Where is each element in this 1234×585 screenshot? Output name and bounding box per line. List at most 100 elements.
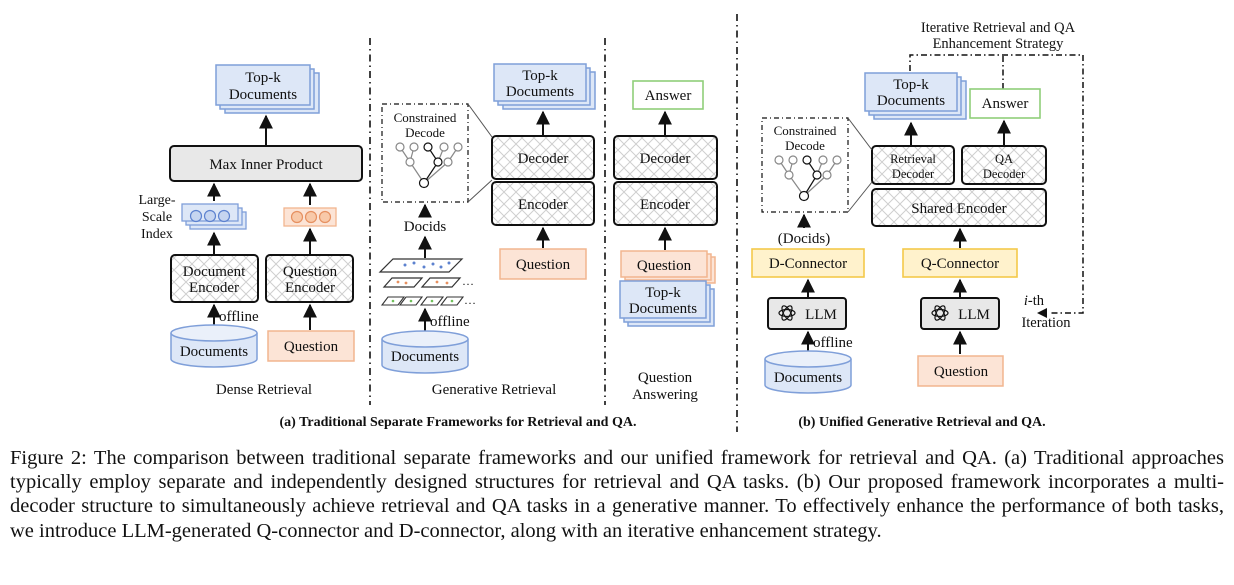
unified-topk-line1: Top-k: [893, 77, 929, 93]
max-inner-product-label: Max Inner Product: [209, 157, 323, 173]
figure-diagram: Top-k Documents Max Inner Product Large-…: [138, 14, 1084, 432]
unified-answer-box: [969, 88, 1041, 119]
gen-question-box: [499, 248, 587, 280]
qa-answer-box: [632, 80, 704, 110]
d-llm-label: LLM: [805, 307, 837, 323]
d-connector-box: [751, 248, 865, 278]
gen-question-label: Question: [516, 257, 571, 273]
retrieval-decoder-line1: Retrieval: [890, 152, 936, 166]
gen-constrained-line2: Decode: [405, 125, 445, 140]
document-encoder-line2: Encoder: [189, 280, 239, 296]
unified-topk-documents: Top-k Documents: [864, 72, 967, 120]
dense-offline-label: offline: [219, 309, 259, 325]
large-scale-index-line1: Large-: [138, 193, 175, 208]
dense-question-box: [267, 330, 355, 362]
qa-answer-label: Answer: [645, 88, 692, 104]
gen-documents-label: Documents: [391, 349, 459, 365]
unified-documents-cylinder: Documents: [764, 350, 852, 394]
dense-retrieval-label: Dense Retrieval: [216, 382, 312, 398]
max-inner-product-box: [169, 145, 363, 182]
q-connector-label: Q-Connector: [921, 256, 999, 272]
dense-documents-cylinder: Documents: [170, 324, 258, 368]
subcaption-a: (a) Traditional Separate Frameworks for …: [280, 415, 637, 430]
retrieval-decoder-line2: Decoder: [892, 167, 935, 181]
gen-encoder-box: [491, 181, 595, 226]
iteration-loop: [909, 54, 1084, 314]
dense-question-label: Question: [284, 339, 339, 355]
question-encoder-line1: Question: [283, 264, 338, 280]
qa-decoder-line1: QA: [995, 152, 1013, 166]
iteration-line1: i-th: [1024, 293, 1045, 309]
question-encoder-line2: Encoder: [285, 280, 335, 296]
gen-decode-tree: [395, 142, 463, 189]
unified-framework: Iterative Retrieval and QA Enhancement S…: [751, 20, 1084, 394]
document-encoder-line1: Document: [183, 264, 246, 280]
unified-constrained-line2: Decode: [785, 138, 825, 153]
qa-topk-documents: Top-k Documents: [619, 280, 715, 327]
subcaption-b: (b) Unified Generative Retrieval and QA.: [798, 415, 1045, 430]
svg-text:…: …: [462, 274, 474, 288]
gen-topk-documents: Top-k Documents: [493, 63, 596, 110]
qa-decoder-line2: Decoder: [983, 167, 1026, 181]
qa-question-label: Question: [637, 258, 692, 274]
q-llm-box: [920, 297, 1000, 330]
gen-topk-line1: Top-k: [522, 68, 558, 84]
retrieval-decoder-box: [871, 145, 955, 185]
qa-decoder-unified-box: [961, 145, 1047, 185]
gen-topk-line2: Documents: [506, 84, 574, 100]
gen-docids-label: Docids: [404, 219, 447, 235]
unified-documents-label: Documents: [774, 370, 842, 386]
unified-docids-label: (Docids): [778, 231, 831, 247]
dense-topk-line1: Top-k: [245, 70, 281, 86]
d-connector-label: D-Connector: [769, 256, 847, 272]
iteration-line2: Iteration: [1021, 315, 1071, 331]
qa-topk-line2: Documents: [629, 301, 697, 317]
unified-offline-label: offline: [813, 335, 853, 351]
svg-text:…: …: [464, 293, 476, 307]
figure-caption: Figure 2: The comparison between traditi…: [10, 447, 1224, 542]
qa-label-line2: Answering: [632, 387, 698, 403]
gen-documents-cylinder: Documents: [381, 330, 469, 374]
shared-encoder-box: [871, 188, 1047, 227]
qa-decoder-label: Decoder: [640, 151, 691, 167]
document-encoder-box: [170, 254, 259, 303]
strategy-line1: Iterative Retrieval and QA: [921, 20, 1076, 36]
separators: [369, 14, 738, 432]
gen-decoder-box: [491, 135, 595, 180]
question-vector: [283, 207, 337, 227]
qa-label-line1: Question: [638, 370, 693, 386]
qa-encoder-label: Encoder: [640, 197, 690, 213]
dense-retrieval: Top-k Documents Max Inner Product Large-…: [138, 64, 363, 398]
qa-topk-line1: Top-k: [645, 285, 681, 301]
unified-constrained-line1: Constrained: [774, 123, 837, 138]
generative-retrieval: Constrained Decode Docids: [378, 63, 596, 398]
question-answering: Answer Decoder Encoder Question Top-k Do…: [613, 80, 718, 403]
gen-decoder-label: Decoder: [518, 151, 569, 167]
unified-decode-tree: [774, 155, 842, 202]
strategy-line2: Enhancement Strategy: [933, 36, 1065, 52]
unified-answer-label: Answer: [982, 96, 1029, 112]
qa-question-stack: Question: [620, 250, 716, 284]
qa-decoder-box: [613, 135, 718, 180]
gen-offline-label: offline: [430, 314, 470, 330]
unified-topk-line2: Documents: [877, 93, 945, 109]
q-llm-label: LLM: [958, 307, 990, 323]
openai-icon: [778, 305, 796, 321]
unified-question-label: Question: [934, 364, 989, 380]
dense-documents-label: Documents: [180, 344, 248, 360]
shared-encoder-label: Shared Encoder: [911, 201, 1006, 217]
dense-topk-documents: Top-k Documents: [215, 64, 320, 114]
gen-docid-layers: … …: [378, 258, 476, 307]
gen-constrained-line1: Constrained: [394, 110, 457, 125]
q-connector-box: [902, 248, 1018, 278]
openai-icon: [931, 305, 949, 321]
qa-encoder-box: [613, 181, 718, 226]
question-encoder-box: [265, 254, 354, 303]
doc-vector-stack: [181, 203, 247, 230]
dense-topk-line2: Documents: [229, 87, 297, 103]
large-scale-index-line3: Index: [141, 227, 173, 242]
d-llm-box: [767, 297, 847, 330]
large-scale-index-line2: Scale: [142, 210, 172, 225]
generative-retrieval-label: Generative Retrieval: [432, 382, 557, 398]
unified-question-box: [917, 355, 1004, 387]
